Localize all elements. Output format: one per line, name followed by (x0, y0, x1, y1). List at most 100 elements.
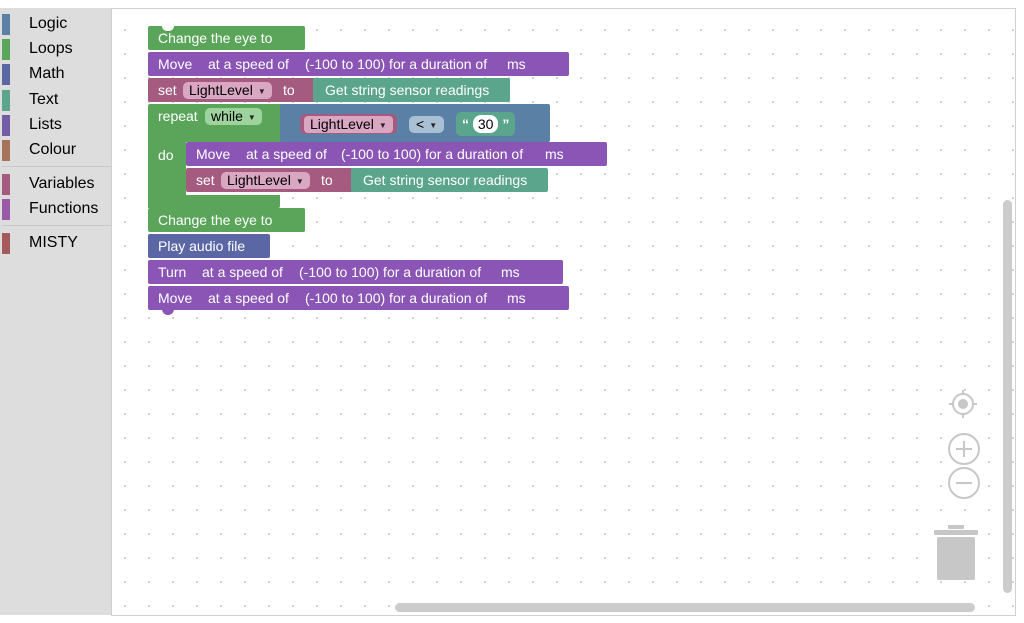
category-swatch (2, 14, 10, 35)
toolbox: Logic Loops Math Text Lists Colour Varia… (0, 8, 111, 615)
block-label: ms (501, 264, 520, 280)
block-label: Turn (158, 264, 187, 280)
block-label: Play audio file (158, 238, 246, 254)
variable-get-block[interactable]: LightLevel ▼ (300, 114, 397, 134)
block-label: (-100 to 100) for a duration of (305, 56, 488, 72)
category-label: Math (29, 65, 65, 82)
trash-icon[interactable] (933, 524, 979, 582)
block-notch (162, 26, 174, 31)
category-swatch (2, 115, 10, 136)
text-value-field[interactable]: 30 (472, 115, 499, 133)
repeat-bottom (148, 195, 280, 208)
change-eye-block[interactable]: Change the eye to (148, 208, 305, 232)
category-label: MISTY (29, 234, 78, 251)
block-label: at a speed of (208, 290, 289, 306)
category-swatch (2, 39, 10, 60)
move-block[interactable]: Move at a speed of (-100 to 100) for a d… (148, 52, 569, 76)
close-quote-icon: ” (502, 116, 510, 132)
variable-dropdown[interactable]: LightLevel ▼ (304, 116, 393, 133)
set-variable-block[interactable]: set LightLevel ▼ to (148, 78, 318, 102)
block-notch (162, 309, 174, 315)
block-label: Get string sensor readings (325, 82, 490, 98)
dropdown-arrow-icon: ▼ (295, 176, 304, 186)
block-label: at a speed of (208, 56, 289, 72)
category-colour[interactable]: Colour (0, 138, 111, 162)
play-audio-block[interactable]: Play audio file (148, 234, 270, 258)
block-label: Move (196, 146, 231, 162)
category-swatch (2, 140, 10, 161)
set-variable-block[interactable]: set LightLevel ▼ to (186, 168, 356, 192)
category-lists[interactable]: Lists (0, 113, 111, 137)
vertical-scrollbar[interactable] (1003, 200, 1012, 593)
move-block[interactable]: Move at a speed of (-100 to 100) for a d… (148, 286, 569, 315)
block-label: ms (545, 146, 564, 162)
block-label: Change the eye to (158, 212, 273, 228)
category-label: Colour (29, 141, 77, 158)
category-label: Logic (29, 15, 68, 32)
open-quote-icon: “ (462, 116, 469, 132)
block-label: at a speed of (202, 264, 283, 280)
variable-name: LightLevel (189, 82, 253, 98)
recenter-icon[interactable] (947, 388, 979, 420)
category-label: Functions (29, 200, 99, 217)
zoom-out-icon[interactable] (947, 466, 981, 500)
category-swatch (2, 174, 10, 195)
block-label: Change the eye to (158, 30, 273, 46)
category-logic[interactable]: Logic (0, 12, 111, 36)
operator: < (416, 116, 425, 132)
toolbox-separator (2, 225, 111, 226)
loop-mode: while (211, 108, 243, 124)
block-label: (-100 to 100) for a duration of (305, 290, 488, 306)
compare-block[interactable]: LightLevel▼ <▼ “ 30 ” (280, 104, 550, 142)
category-swatch (2, 233, 10, 254)
category-loops[interactable]: Loops (0, 37, 111, 61)
variable-name: LightLevel (227, 172, 291, 188)
category-label: Variables (29, 175, 95, 192)
block-label: at a speed of (246, 146, 327, 162)
variable-dropdown[interactable]: LightLevel ▼ (183, 82, 272, 99)
category-variables[interactable]: Variables (0, 172, 111, 196)
block-label: set (196, 172, 215, 188)
change-eye-block[interactable]: Change the eye to (148, 26, 305, 50)
block-label: to (321, 172, 333, 188)
move-block[interactable]: Move at a speed of (-100 to 100) for a d… (186, 142, 607, 166)
operator-dropdown[interactable]: <▼ (409, 116, 445, 133)
sensor-readings-block[interactable]: Get string sensor readings (351, 168, 548, 192)
category-math[interactable]: Math (0, 62, 111, 86)
variable-name: LightLevel (310, 116, 374, 132)
horizontal-scrollbar[interactable] (395, 603, 975, 612)
block-label: do (158, 147, 174, 163)
block-label: to (283, 82, 295, 98)
block-label: (-100 to 100) for a duration of (299, 264, 482, 280)
toolbox-separator (2, 166, 111, 167)
category-text[interactable]: Text (0, 88, 111, 112)
category-label: Loops (29, 40, 73, 57)
category-swatch (2, 64, 10, 85)
dropdown-arrow-icon: ▼ (257, 86, 266, 96)
sensor-readings-block[interactable]: Get string sensor readings (313, 78, 510, 102)
dropdown-arrow-icon: ▼ (247, 112, 256, 122)
dropdown-arrow-icon: ▼ (429, 120, 438, 130)
loop-mode-dropdown[interactable]: while ▼ (205, 108, 262, 125)
block-label: (-100 to 100) for a duration of (341, 146, 524, 162)
variable-dropdown[interactable]: LightLevel ▼ (221, 172, 310, 189)
text-value: 30 (477, 116, 494, 132)
block-label: repeat (158, 108, 198, 124)
repeat-while-block[interactable]: repeat while ▼ (148, 104, 283, 142)
category-swatch (2, 199, 10, 220)
block-label: set (158, 82, 177, 98)
category-label: Text (29, 91, 59, 108)
dropdown-arrow-icon: ▼ (378, 120, 387, 130)
category-functions[interactable]: Functions (0, 197, 111, 221)
zoom-in-icon[interactable] (947, 432, 981, 466)
block-label: Get string sensor readings (363, 172, 528, 188)
category-label: Lists (29, 116, 62, 133)
category-swatch (2, 90, 10, 111)
text-block[interactable]: “ 30 ” (456, 112, 516, 136)
category-misty[interactable]: MISTY (0, 231, 111, 255)
block-label: Move (158, 56, 193, 72)
block-label: ms (507, 290, 526, 306)
block-label: ms (507, 56, 526, 72)
block-label: Move (158, 290, 193, 306)
turn-block[interactable]: Turn at a speed of (-100 to 100) for a d… (148, 260, 563, 284)
